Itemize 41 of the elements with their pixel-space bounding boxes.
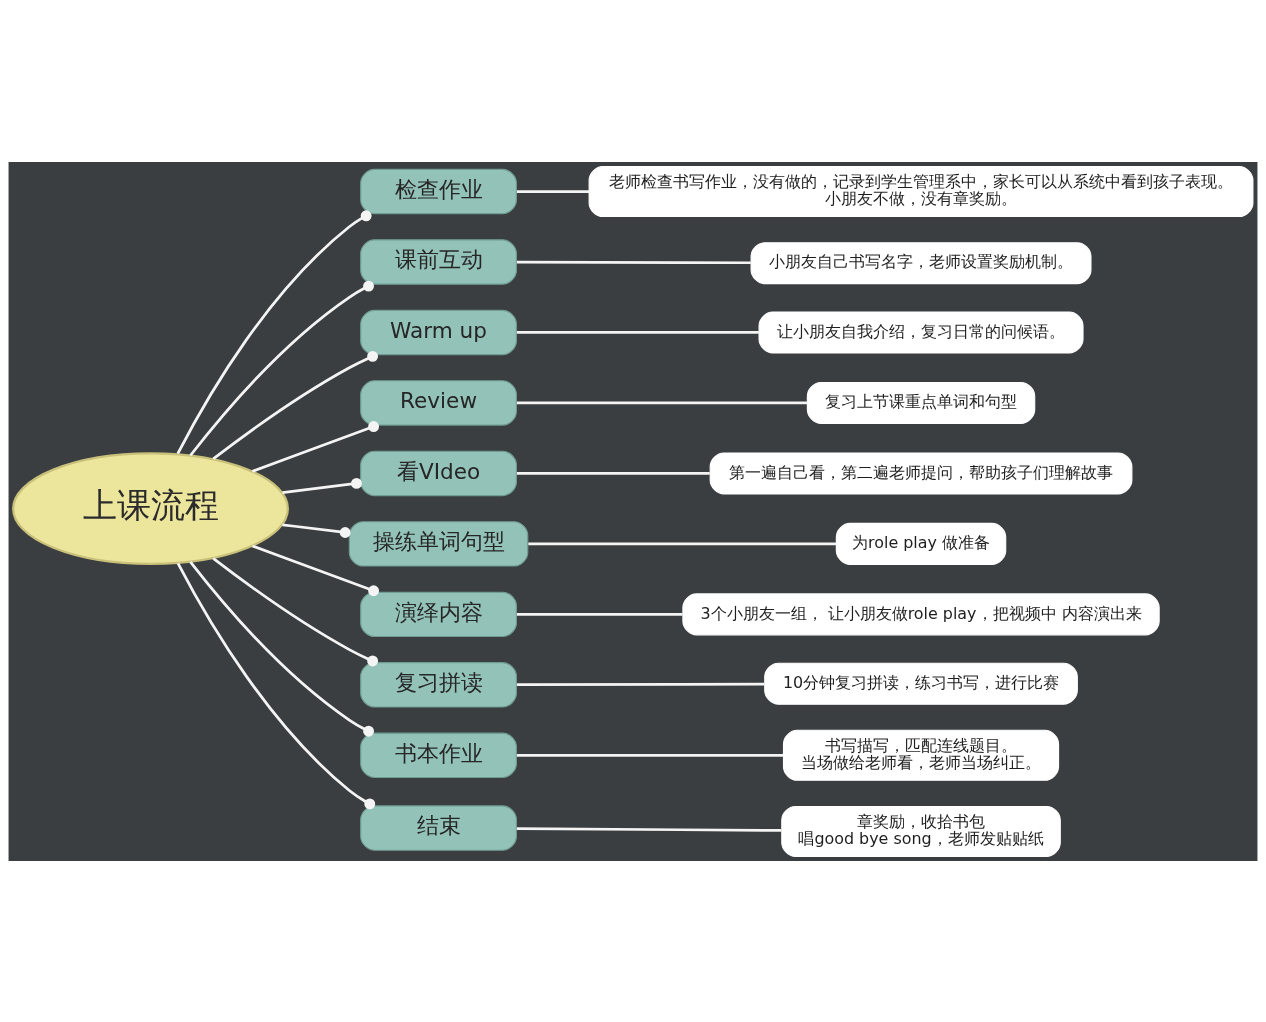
connector	[251, 544, 380, 596]
node-box: Warm up	[360, 309, 517, 355]
node-box: 让小朋友自我介绍，复习日常的问候语。	[758, 310, 1084, 353]
connector	[251, 420, 380, 473]
connector	[282, 477, 362, 494]
node-box: 为role play 做准备	[835, 522, 1007, 565]
node-box: 章奖励，收拾书包 唱good bye song，老师发贴贴纸	[781, 805, 1061, 857]
node-box: 书本作业	[360, 732, 517, 778]
node-box: 第一遍自己看，第二遍老师提问，帮助孩子们理解故事	[709, 451, 1133, 494]
node-box: 3个小朋友一组， 让小朋友做role play，把视频中 内容演出来	[682, 592, 1160, 635]
node-box: Review	[360, 379, 517, 426]
node-box: 小朋友自己书写名字，老师设置奖励机制。	[750, 241, 1092, 284]
connector	[516, 401, 808, 404]
connector	[176, 562, 376, 809]
connector	[516, 330, 759, 334]
node-box: 书写描写，匹配连线题目。 当场做给老师看，老师当场纠正。	[782, 729, 1060, 781]
connector	[516, 260, 751, 264]
node-box: 复习拼读	[360, 661, 517, 708]
connector	[189, 280, 375, 456]
node-box: 课前互动	[360, 238, 517, 285]
connector	[212, 350, 379, 460]
connector	[516, 189, 590, 193]
connector	[212, 556, 379, 666]
node-box: 复习上节课重点单词和句型	[806, 381, 1036, 424]
connector	[282, 522, 351, 538]
connector	[516, 471, 710, 475]
node-box: 操练单词句型	[348, 520, 529, 567]
node-box: 10分钟复习拼读，练习书写，进行比赛	[764, 662, 1078, 705]
node-box: 老师检查书写作业，没有做的，记录到学生管理系中，家长可以从系统中看到孩子表现。 小朋友不做，没有章奖励。	[588, 165, 1254, 217]
node-box: 演绎内容	[360, 591, 517, 637]
connector	[176, 209, 372, 454]
node-box: 检查作业	[360, 168, 517, 214]
connector	[516, 826, 782, 832]
node-box: 结束	[360, 804, 517, 851]
connector	[516, 682, 765, 686]
connector	[516, 753, 784, 757]
connector	[528, 542, 837, 545]
connector	[189, 560, 375, 737]
node-box: 看VIdeo	[360, 450, 517, 496]
connector	[516, 612, 683, 616]
node-ellipse: 上课流程	[12, 451, 289, 565]
